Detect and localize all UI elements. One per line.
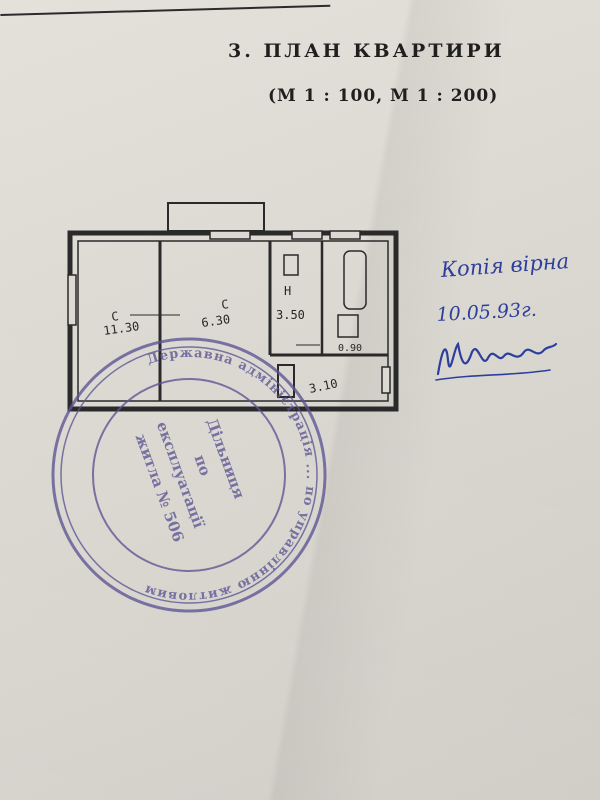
window-left	[67, 274, 77, 326]
kitchen-label: Н	[284, 284, 291, 298]
document-title: 3. ПЛАН КВАРТИРИ	[228, 40, 505, 62]
room1-label: С	[110, 309, 119, 324]
window-top-1	[209, 230, 251, 240]
certification-note: Копія вірна	[440, 249, 570, 282]
certification-date: 10.05.93г.	[436, 298, 538, 326]
room2-area: 6.30	[200, 312, 231, 330]
window-top-3	[329, 230, 361, 240]
bathtub	[343, 250, 367, 310]
room1-area: 11.30	[102, 319, 140, 338]
hall-area: 3.10	[308, 376, 339, 396]
sink	[337, 314, 359, 338]
room2-label: С	[220, 297, 229, 312]
stamp-inner-line2: по	[190, 452, 214, 478]
bath-area: 0.90	[338, 343, 362, 354]
floor-plan: С 11.30 С 6.30 Н 3.50 0.90 3.10	[67, 202, 399, 412]
stove	[283, 254, 299, 276]
document-scale: (М 1 : 100, М 1 : 200)	[268, 86, 499, 106]
balcony	[167, 202, 265, 232]
window-top-2	[291, 230, 323, 240]
official-stamp: Державна адміністрація ... по управлінню…	[51, 330, 334, 620]
kitchen-area: 3.50	[276, 308, 305, 322]
closet	[277, 364, 295, 398]
signature	[435, 341, 558, 381]
inner-wall-line	[77, 240, 389, 402]
entrance-door	[381, 366, 391, 394]
page-edge-line	[0, 0, 331, 16]
